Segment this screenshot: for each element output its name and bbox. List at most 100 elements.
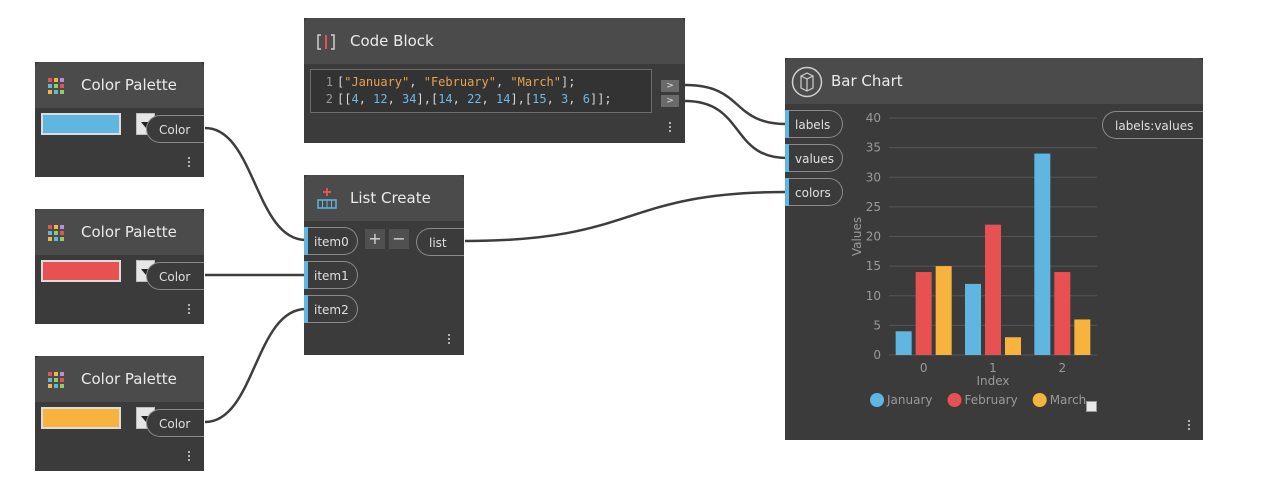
- palette-grid-icon: [48, 78, 64, 94]
- bar-chart-node[interactable]: Bar Chart labels values colors labels:va…: [785, 58, 1203, 440]
- legend-label: March: [1050, 393, 1087, 407]
- remove-input-button[interactable]: −: [389, 229, 409, 249]
- node-header[interactable]: [785, 58, 1203, 104]
- color-output-port[interactable]: Color: [146, 262, 204, 290]
- code-number: 22: [467, 92, 482, 106]
- wire-list-to-colors: [464, 190, 788, 243]
- code-editor[interactable]: 1["January", "February", "March"]; 2 [[4,…: [310, 69, 652, 113]
- item0-input-port[interactable]: item0: [304, 227, 358, 255]
- list-create-node[interactable]: List Create item0 item1 item2 + − list: [304, 175, 464, 355]
- node-title: Color Palette: [81, 223, 177, 241]
- y-tick-label: 25: [866, 200, 881, 214]
- y-tick-label: 30: [866, 170, 881, 184]
- color-swatch[interactable]: [41, 113, 121, 135]
- color-output-port[interactable]: Color: [146, 409, 204, 437]
- code-punctuation: ,: [568, 92, 583, 106]
- bar: [895, 331, 912, 355]
- code-number: 6: [582, 92, 590, 106]
- values-input-port[interactable]: values: [785, 144, 843, 172]
- bar: [965, 283, 981, 355]
- code-punctuation: ,: [358, 92, 374, 106]
- color-output-port[interactable]: Color: [146, 115, 204, 143]
- code-string: "March": [510, 75, 561, 89]
- bar: [1034, 153, 1051, 355]
- legend-label: February: [965, 393, 1018, 407]
- node-menu-icon[interactable]: [447, 334, 451, 346]
- color-palette-node-3[interactable]: Color Palette Color: [35, 356, 204, 471]
- color-palette-node-2[interactable]: Color Palette Color: [35, 209, 204, 324]
- node-menu-icon[interactable]: [187, 451, 191, 463]
- chart-preview-toggle[interactable]: [1086, 401, 1097, 412]
- code-block-node[interactable]: Code Block 1["January", "February", "Mar…: [304, 18, 685, 143]
- legend-label: January: [886, 393, 933, 407]
- bar: [1005, 337, 1021, 355]
- bar: [985, 224, 1001, 355]
- code-punctuation: ],[: [416, 92, 439, 106]
- list-output-port[interactable]: list: [416, 228, 464, 256]
- code-punctuation: [[: [337, 92, 352, 106]
- code-punctuation: ,: [409, 75, 424, 89]
- wire-code1-to-labels: [684, 83, 788, 126]
- item2-input-port[interactable]: item2: [304, 295, 358, 323]
- code-punctuation: ],[: [510, 92, 533, 106]
- bar: [1074, 319, 1091, 355]
- x-axis-label: Index: [976, 374, 1009, 388]
- code-number: 3: [561, 92, 569, 106]
- list-create-icon: [317, 188, 337, 209]
- code-output-port-1[interactable]: >: [661, 80, 679, 92]
- y-tick-label: 5: [873, 318, 881, 332]
- node-header[interactable]: [304, 175, 464, 221]
- code-punctuation: ,: [546, 92, 562, 106]
- node-menu-icon[interactable]: [1187, 420, 1191, 432]
- node-menu-icon[interactable]: [668, 122, 672, 134]
- color-swatch[interactable]: [41, 260, 121, 282]
- code-output-port-2[interactable]: >: [661, 95, 679, 107]
- y-tick-label: 0: [873, 348, 881, 362]
- node-menu-icon[interactable]: [187, 304, 191, 316]
- bar: [915, 272, 932, 355]
- code-punctuation: ]];: [589, 92, 612, 106]
- line-number: 2: [325, 92, 333, 106]
- color-palette-node-1[interactable]: Color Palette Color: [35, 62, 204, 177]
- code-punctuation: ,: [481, 92, 496, 106]
- node-title: List Create: [350, 189, 431, 207]
- add-input-button[interactable]: +: [365, 229, 385, 249]
- x-tick-label: 1: [989, 361, 997, 375]
- code-number: 14: [438, 92, 453, 106]
- code-number: 34: [402, 92, 417, 106]
- wire-palette1-to-item0: [204, 126, 307, 242]
- code-number: 4: [351, 92, 359, 106]
- code-number: 12: [373, 92, 388, 106]
- bar-chart-node-icon: [791, 66, 823, 98]
- bar: [1054, 272, 1071, 355]
- code-line-1[interactable]: 1["January", "February", "March"];: [311, 75, 576, 89]
- colors-input-port[interactable]: colors: [785, 178, 843, 206]
- legend-swatch: [1032, 393, 1047, 407]
- code-punctuation: ,: [495, 75, 511, 89]
- code-block-icon: [317, 34, 335, 50]
- wire-palette3-to-item2: [204, 307, 307, 424]
- wire-code2-to-values: [684, 99, 788, 160]
- labels-input-port[interactable]: labels: [785, 110, 843, 138]
- y-tick-label: 20: [866, 230, 881, 244]
- node-menu-icon[interactable]: [187, 157, 191, 169]
- bar: [935, 266, 952, 355]
- labels-values-output-port[interactable]: labels:values: [1102, 111, 1203, 139]
- color-swatch[interactable]: [41, 407, 121, 429]
- code-punctuation: ];: [561, 75, 576, 89]
- code-punctuation: ,: [387, 92, 403, 106]
- node-title: Color Palette: [81, 370, 177, 388]
- palette-grid-icon: [48, 225, 64, 241]
- item1-input-port[interactable]: item1: [304, 261, 358, 289]
- node-title: Bar Chart: [831, 72, 903, 90]
- y-tick-label: 35: [866, 141, 881, 155]
- x-tick-label: 0: [920, 361, 928, 375]
- code-string: "January": [344, 75, 410, 89]
- legend-swatch: [947, 393, 962, 407]
- y-tick-label: 40: [866, 111, 881, 125]
- code-line-2[interactable]: 2[[4, 12, 34],[14, 22, 14],[15, 3, 6]];: [311, 92, 612, 106]
- node-header[interactable]: [304, 18, 685, 64]
- y-axis-label: Values: [850, 217, 864, 256]
